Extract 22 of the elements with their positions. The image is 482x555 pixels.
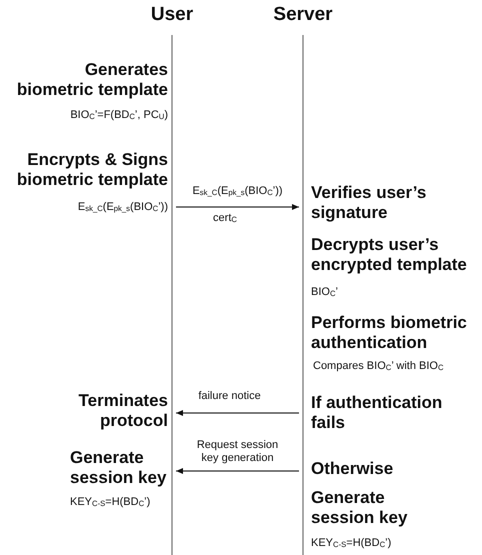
formula: KEY$_{C-S}$=H(BD$_{C}$’) <box>70 495 152 510</box>
step-heading: Encrypts & Signs biometric template <box>16 150 168 190</box>
step-heading: Generate session key <box>70 448 168 488</box>
step-heading: Decrypts user’s encrypted template <box>311 235 468 275</box>
step-heading: Generate session key <box>311 488 408 528</box>
formula: Compares BIO$_{C}$’ with BIO$_{C}$ <box>312 359 445 374</box>
step-heading: Generates biometric template <box>16 60 168 100</box>
arrow <box>176 468 300 474</box>
lane-title: Server <box>273 4 333 26</box>
formula: E$_{sk_C}$(E$_{pk_s}$(BIO$_{C}$’)) <box>76 200 168 216</box>
formula: KEY$_{C-S}$=H(BD$_{C}$’) <box>311 536 392 552</box>
step-heading: Performs biometric authentication <box>311 313 468 353</box>
formula: BIO$_{C}$’=F(BD$_{C}$’, PC$_{U}$) <box>69 108 168 124</box>
step-heading: Terminates protocol <box>78 391 168 431</box>
formula: BIO$_{C}$’ <box>311 285 339 300</box>
arrow <box>176 410 300 416</box>
step-heading: Otherwise <box>311 459 394 479</box>
step-heading: Verifies user’s signature <box>311 183 428 223</box>
edge-label: E$_{sk_C}$(E$_{pk_s}$(BIO$_{C}$’)) <box>192 185 283 200</box>
step-heading: If authentication fails <box>311 393 444 433</box>
lane-title: User <box>150 4 194 26</box>
arrow <box>176 204 300 210</box>
